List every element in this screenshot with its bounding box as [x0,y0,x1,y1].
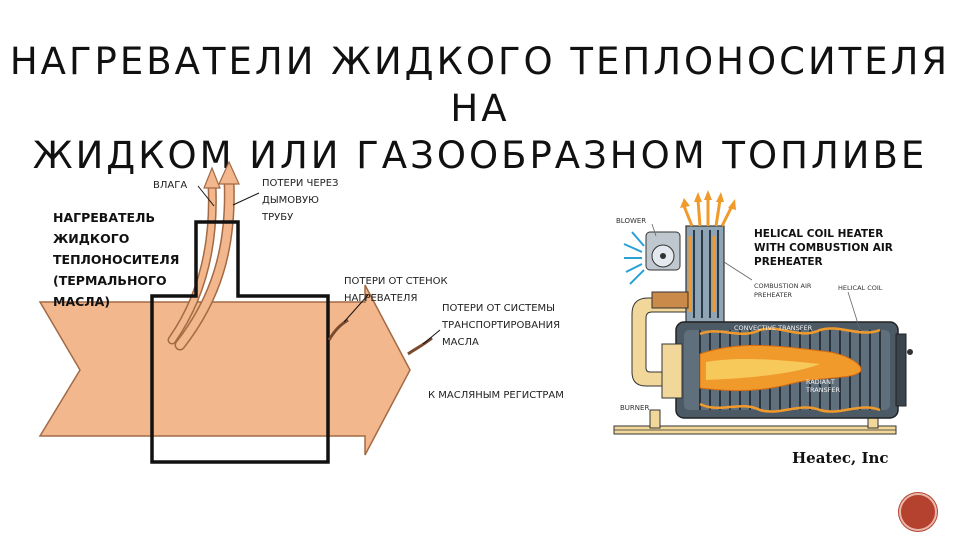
heater-end-cap [895,333,907,407]
leader-transport [422,329,441,345]
exhaust-tip-3 [704,190,712,200]
leader-moisture [197,185,215,207]
radiant-label-line-1: RADIANT [806,378,835,386]
convective-flow [699,327,881,336]
radiant-label-line-2: TRANSFER [805,386,841,394]
transport-loss-line-2: ТРАНСПОРТИРОВАНИЯ [441,320,560,331]
moisture-label: ВЛАГА [153,180,187,191]
wall-loss-line-2: НАГРЕВАТЕЛЯ [344,293,417,304]
flame-core [706,358,820,380]
flue-loss-line-3: ТРУБУ [261,212,293,223]
convective-label: CONVECTIVE TRANSFER [734,324,813,332]
transport-loss-line-1: ПОТЕРИ ОТ СИСТЕМЫ [442,303,555,314]
blower-label: BLOWER [616,217,646,225]
heater-label-line-3: ТЕПЛОНОСИТЕЛЯ [53,252,179,267]
helical-title-line-3: PREHEATER [754,256,823,268]
oil-flow-arrow [38,284,411,456]
preheater-label: COMBUSTION AIR PREHEATER [754,282,814,299]
base-leg-left [649,409,661,429]
helical-title-line-1: HELICAL COIL HEATER [754,228,883,240]
flue-loss-label: ПОТЕРИ ЧЕРЕЗ ДЫМОВУЮ ТРУБУ [261,178,342,223]
exhaust-tip-2 [694,192,702,202]
preheater-label-line-2: PREHEATER [754,291,793,299]
wall-loss-label: ПОТЕРИ ОТ СТЕНОК НАГРЕВАТЕЛЯ [344,276,451,304]
flue-loss-line-2: ДЫМОВУЮ [262,195,319,206]
wall-loss-arrow [327,318,349,341]
transport-loss-line-3: МАСЛА [442,337,479,348]
burner-unit [661,343,683,399]
heater-outline [150,220,330,464]
blower-hub [660,253,666,259]
exhaust-tip-4 [716,192,724,202]
leader-flue [232,192,260,206]
flue-stream-2-inner [176,176,234,349]
leader-blower [651,223,657,237]
heat-balance-diagram [38,160,441,464]
image-credit: Heatec, Inc [792,449,889,467]
wall-loss-line-1: ПОТЕРИ ОТ СТЕНОК [344,276,448,287]
flue-stream-inner [169,182,216,343]
end-cap-bolt [907,349,913,355]
coil-label: HELICAL COIL [838,284,883,292]
to-registers-label: К МАСЛЯНЫМ РЕГИСТРАМ [428,390,564,401]
convective-flow-bottom [699,402,881,413]
slide-title: НАГРЕВАТЕЛИ ЖИДКОГО ТЕПЛОНОСИТЕЛЯ НА ЖИД… [0,38,960,179]
preheater-label-line-1: COMBUSTION AIR [754,282,812,290]
leader-coil [847,291,861,331]
air-intake-arrows [623,231,645,285]
flue-arrowhead-2 [218,160,240,185]
transport-loss-label: ПОТЕРИ ОТ СИСТЕМЫ ТРАНСПОРТИРОВАНИЯ МАСЛ… [441,303,563,348]
preheater-air-flow [688,236,716,312]
exhaust-arrows [682,198,734,227]
preheater-inlet [651,291,689,309]
heater-label-line-4: (ТЕРМАЛЬНОГО [53,273,167,288]
heater-label-line-1: НАГРЕВАТЕЛЬ [53,210,155,225]
exhaust-tip-1 [680,198,690,208]
flue-arrowhead-1 [203,166,221,189]
leader-wall [343,294,369,323]
helical-coil-heater-illustration [613,190,913,435]
heater-label-line-5: МАСЛА) [53,294,110,309]
helical-title-line-2: WITH COMBUSTION AIR [754,242,893,254]
helical-heater-title: HELICAL COIL HEATER WITH COMBUSTION AIR … [754,228,896,268]
burner-label: BURNER [620,404,649,412]
heater-label-line-2: ЖИДКОГО [53,231,129,246]
title-line-1: НАГРЕВАТЕЛИ ЖИДКОГО ТЕПЛОНОСИТЕЛЯ НА [9,40,951,130]
exhaust-tip-5 [728,199,736,210]
radiant-label: RADIANT TRANSFER [805,378,841,394]
flue-loss-line-1: ПОТЕРИ ЧЕРЕЗ [262,178,338,189]
transport-loss-arrow [407,336,433,356]
heater-label: НАГРЕВАТЕЛЬ ЖИДКОГО ТЕПЛОНОСИТЕЛЯ (ТЕРМА… [53,210,184,309]
leader-preheater [723,261,753,281]
title-line-2: ЖИДКОМ ИЛИ ГАЗООБРАЗНОМ ТОПЛИВЕ [32,134,928,177]
slide-nav-button[interactable] [899,493,937,531]
